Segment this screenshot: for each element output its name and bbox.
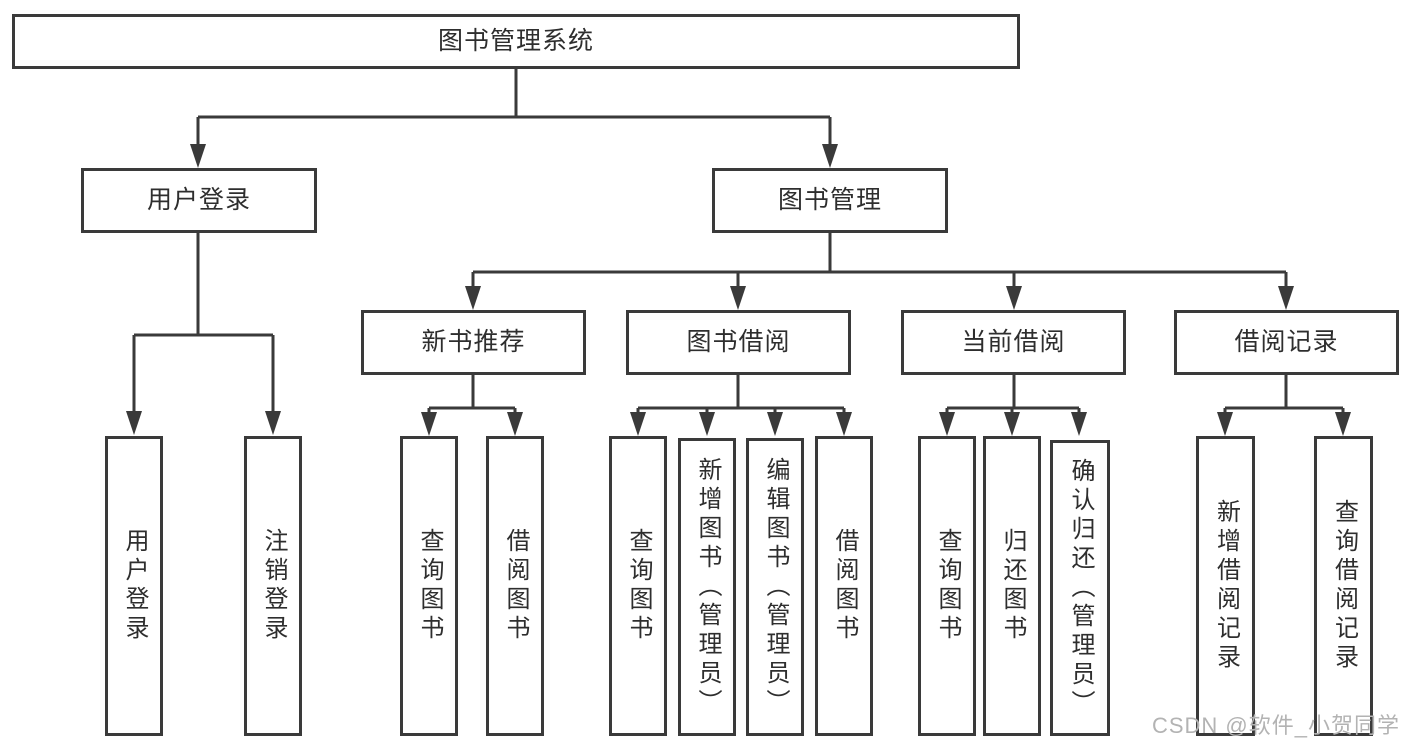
- node-new-book-recommend: 新书推荐: [361, 310, 586, 375]
- node-leaf-return-books: 归还图书: [983, 436, 1041, 736]
- connector-recommend-to-leaves: [427, 375, 517, 414]
- node-borrowing-records: 借阅记录: [1174, 310, 1399, 375]
- csdn-watermark: CSDN @软件_小贺同学: [1151, 713, 1400, 738]
- connector-current-to-leaves: [945, 375, 1081, 414]
- node-user-login: 用户登录: [81, 168, 317, 233]
- node-library-management-system: 图书管理系统: [12, 14, 1020, 69]
- connector-borrowing-to-leaves: [636, 375, 846, 414]
- connector-mgmt-to-level3: [471, 233, 1288, 288]
- connector-login-to-leaves: [132, 233, 275, 413]
- node-book-borrowing: 图书借阅: [626, 310, 851, 375]
- node-leaf-add-borrow-record: 新增借阅记录: [1196, 436, 1255, 736]
- connector-records-to-leaves: [1223, 375, 1345, 414]
- node-leaf-user-login: 用户登录: [105, 436, 163, 736]
- node-leaf-borrow-books-2: 借阅图书: [815, 436, 873, 736]
- node-leaf-borrow-books-1: 借阅图书: [486, 436, 544, 736]
- connector-root-to-level2: [196, 69, 832, 146]
- node-leaf-confirm-return-admin: 确认归还（管理员）: [1050, 440, 1110, 736]
- node-current-borrowing: 当前借阅: [901, 310, 1126, 375]
- node-book-management: 图书管理: [712, 168, 948, 233]
- node-leaf-query-books-1: 查询图书: [400, 436, 458, 736]
- node-leaf-logout: 注销登录: [244, 436, 302, 736]
- node-leaf-query-books-2: 查询图书: [609, 436, 667, 736]
- node-leaf-edit-books-admin: 编辑图书（管理员）: [746, 438, 804, 736]
- arrowheads: [126, 144, 1351, 436]
- node-leaf-query-books-3: 查询图书: [918, 436, 976, 736]
- node-leaf-query-borrow-record: 查询借阅记录: [1314, 436, 1373, 736]
- node-leaf-add-books-admin: 新增图书（管理员）: [678, 438, 736, 736]
